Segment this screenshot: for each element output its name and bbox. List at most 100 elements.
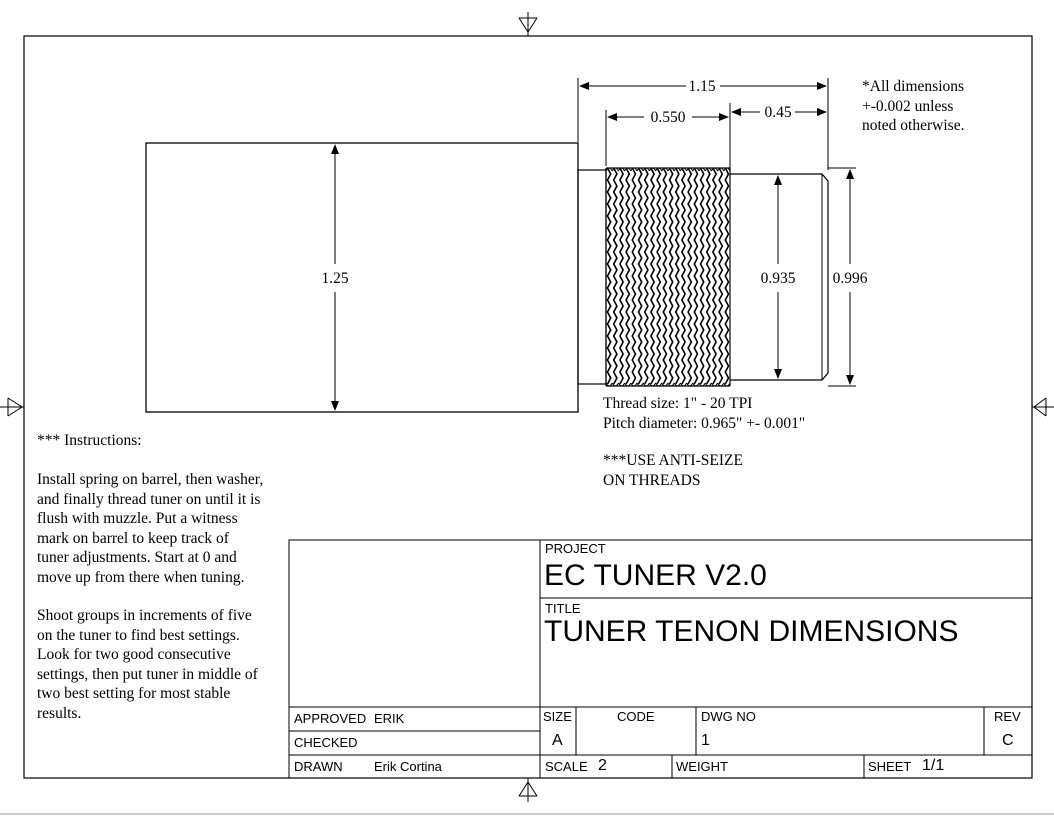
thread-crest xyxy=(661,382,669,387)
code-label: CODE xyxy=(617,709,655,724)
thread-crest xyxy=(673,167,681,172)
dim-thread-length: 0.550 xyxy=(651,109,686,126)
thread-crest xyxy=(686,382,694,387)
rev-label: REV xyxy=(994,709,1021,724)
thread-flank xyxy=(656,167,662,385)
thread-crest xyxy=(624,167,632,172)
thread-crest xyxy=(642,167,650,172)
checked-label: CHECKED xyxy=(294,735,358,750)
thread-flank xyxy=(711,167,718,385)
dim-tenon-diameter: 0.935 xyxy=(761,270,796,287)
thread-crest xyxy=(673,382,681,387)
center-mark-bottom xyxy=(518,778,538,802)
thread-flank xyxy=(699,167,705,385)
center-mark-right xyxy=(1032,397,1054,417)
thread-relief xyxy=(577,169,607,385)
thread-crest xyxy=(667,382,675,387)
thread-crest xyxy=(723,382,731,387)
project-name: EC TUNER V2.0 xyxy=(544,559,767,592)
tenon-shoulder xyxy=(730,173,829,381)
rev-value: C xyxy=(1002,732,1014,749)
thread-flank xyxy=(718,167,724,385)
weight-label: WEIGHT xyxy=(676,759,728,774)
thread-crest xyxy=(648,167,657,172)
thread-flank xyxy=(649,167,656,385)
thread-crest xyxy=(710,382,719,387)
size-label: SIZE xyxy=(543,709,572,724)
thread-flank xyxy=(618,167,625,385)
thread-flank xyxy=(625,167,631,385)
thread-crest xyxy=(667,167,675,172)
thread-crest xyxy=(704,382,712,387)
thread-crest xyxy=(679,382,688,387)
thread-crest xyxy=(692,382,700,387)
drawing-title: TUNER TENON DIMENSIONS xyxy=(544,615,959,648)
antiseize-note: ***USE ANTI-SEIZE ON THREADS xyxy=(603,452,743,489)
thread-flank xyxy=(724,167,730,385)
thread-flank xyxy=(606,167,612,385)
thread-crest xyxy=(630,167,638,172)
thread-crest xyxy=(717,167,725,172)
tolerance-note: *All dimensions +-0.002 unless noted oth… xyxy=(862,78,965,134)
drawn-label: DRAWN xyxy=(294,759,343,774)
thread-crest xyxy=(710,167,719,172)
thread-crest xyxy=(723,167,731,172)
thread-crest xyxy=(605,382,613,387)
thread-flank xyxy=(612,167,618,385)
dim-thread-diameter: 0.996 xyxy=(833,270,868,287)
thread-flank xyxy=(668,167,674,385)
instructions-paragraph-2: Shoot groups in increments of five on th… xyxy=(37,607,258,722)
center-mark-left xyxy=(0,397,24,417)
thread-crest xyxy=(605,167,613,172)
thread-crest xyxy=(617,382,626,387)
thread-crest xyxy=(655,167,663,172)
dim-barrel-diameter: 1.25 xyxy=(321,270,348,287)
thread-flank xyxy=(631,167,637,385)
size-value: A xyxy=(552,732,563,749)
scale-label: SCALE xyxy=(545,759,588,774)
center-mark-top xyxy=(518,12,538,36)
thread-crest xyxy=(686,167,694,172)
sheet-label: SHEET xyxy=(868,759,912,774)
thread-outline xyxy=(605,167,731,387)
sheet-value: 1/1 xyxy=(922,757,945,774)
scale-value: 2 xyxy=(598,757,607,774)
dwg-no-label: DWG NO xyxy=(701,709,756,724)
thread-crest xyxy=(704,167,712,172)
extension-lines xyxy=(577,78,856,387)
thread-crest xyxy=(636,382,644,387)
thread-flank xyxy=(637,167,643,385)
thread-flank xyxy=(662,167,668,385)
thread-spec-note: Thread size: 1" - 20 TPI Pitch diameter:… xyxy=(603,395,806,432)
thread-crest xyxy=(611,382,619,387)
thread-crest xyxy=(648,382,657,387)
thread-crest xyxy=(655,382,663,387)
thread-flank xyxy=(674,167,680,385)
thread-crest xyxy=(630,382,638,387)
drawn-value: Erik Cortina xyxy=(374,759,442,774)
dim-overall-length: 1.15 xyxy=(688,78,715,95)
title-block xyxy=(288,539,1033,779)
thread-crest xyxy=(642,382,650,387)
thread-crest xyxy=(679,167,688,172)
thread-crest xyxy=(692,167,700,172)
thread-flank xyxy=(693,167,699,385)
thread-crest xyxy=(698,382,706,387)
instructions-paragraph-1: Install spring on barrel, then washer, a… xyxy=(37,471,264,586)
project-label: PROJECT xyxy=(545,541,606,556)
approved-label: APPROVED xyxy=(294,711,367,726)
thread-crest xyxy=(624,382,632,387)
instructions-heading: *** Instructions: xyxy=(37,432,142,449)
thread-flank xyxy=(705,167,711,385)
thread-flank xyxy=(680,167,687,385)
title-label: TITLE xyxy=(545,601,581,616)
thread-crest xyxy=(717,382,725,387)
dim-shoulder-length: 0.45 xyxy=(764,104,791,121)
dwg-no-value: 1 xyxy=(701,732,710,749)
thread-section xyxy=(605,167,731,387)
thread-crest xyxy=(636,167,644,172)
thread-crest xyxy=(611,167,619,172)
approved-value: ERIK xyxy=(374,711,405,726)
thread-crest xyxy=(698,167,706,172)
